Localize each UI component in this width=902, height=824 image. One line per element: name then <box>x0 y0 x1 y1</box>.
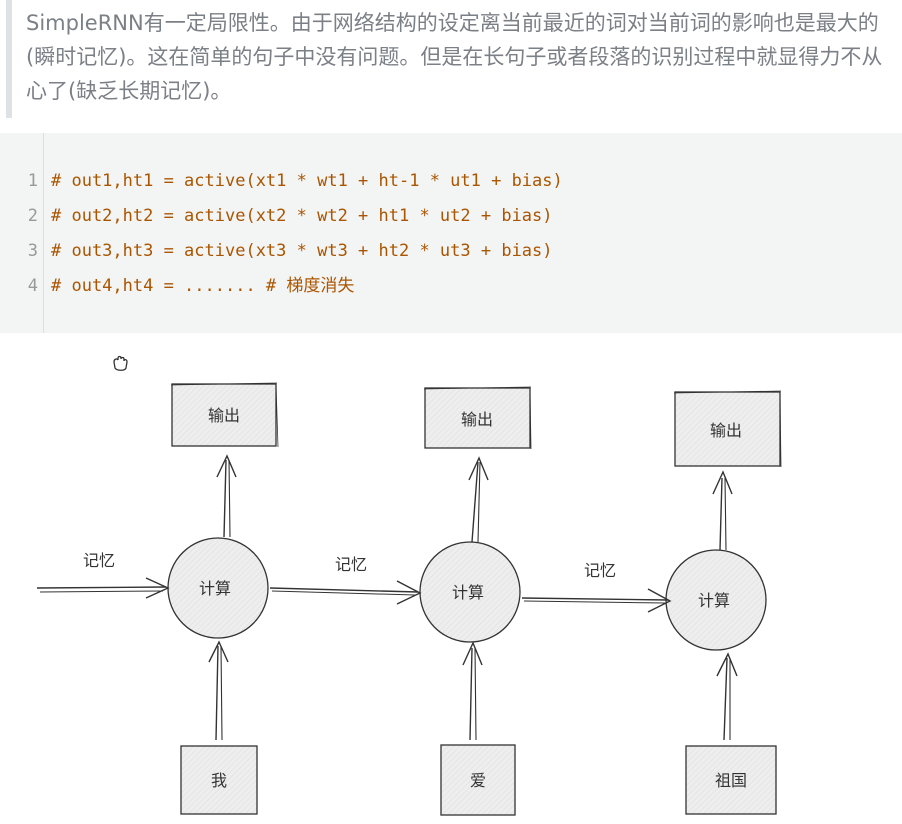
code-line: 1 # out1,ht1 = active(xt1 * wt1 + ht-1 *… <box>0 166 902 196</box>
arrow-input-3 <box>716 652 738 741</box>
arrow-memory-2-3 <box>521 588 672 613</box>
code-line: 4 # out4,ht4 = ....... # 梯度消失 <box>0 271 902 301</box>
hand-cursor-icon <box>113 355 128 371</box>
output-label-3: 输出 <box>710 421 742 440</box>
code-text: # out3,ht3 = active(xt3 * wt3 + ht2 * ut… <box>51 241 553 261</box>
code-text: # out1,ht1 = active(xt1 * wt1 + ht-1 * u… <box>51 171 563 191</box>
blockquote: SimpleRNN有一定局限性。由于网络结构的设定离当前最近的词对当前词的影响也… <box>0 0 902 120</box>
rnn-diagram: 输出 计算 我 记忆 输出 <box>0 340 902 824</box>
code-text: # out2,ht2 = active(xt2 * wt2 + ht1 * ut… <box>51 206 553 226</box>
arrow-input-2 <box>462 641 483 741</box>
code-line: 2 # out2,ht2 = active(xt2 * wt2 + ht1 * … <box>0 201 902 231</box>
blockquote-bar <box>6 0 12 118</box>
output-label-2: 输出 <box>461 410 493 429</box>
code-gutter-divider <box>43 133 44 333</box>
output-box-2 <box>424 387 531 449</box>
input-label-2: 爱 <box>470 771 486 790</box>
arrow-memory-in <box>36 577 170 599</box>
input-box-1 <box>180 745 258 815</box>
rnn-diagram-svg: 输出 计算 我 记忆 输出 <box>36 355 782 816</box>
paragraph-text: SimpleRNN有一定局限性。由于网络结构的设定离当前最近的词对当前词的影响也… <box>26 11 883 103</box>
arrow-memory-1-2 <box>269 580 422 605</box>
input-label-1: 我 <box>211 771 227 790</box>
compute-label-3: 计算 <box>698 591 730 610</box>
line-number: 4 <box>27 276 38 296</box>
arrow-up-1 <box>216 454 237 538</box>
memory-label-1: 记忆 <box>335 555 367 574</box>
memory-label-0: 记忆 <box>83 551 115 570</box>
line-number: 3 <box>27 241 38 261</box>
line-number: 1 <box>27 171 38 191</box>
line-number: 2 <box>27 206 38 226</box>
output-box-1 <box>171 383 277 447</box>
compute-label-2: 计算 <box>452 583 484 602</box>
arrow-up-2 <box>468 456 489 543</box>
code-block: 1 # out1,ht1 = active(xt1 * wt1 + ht-1 *… <box>0 133 902 333</box>
compute-label-1: 计算 <box>199 579 231 598</box>
memory-label-2: 记忆 <box>584 561 616 580</box>
output-label-1: 输出 <box>208 406 240 425</box>
compute-node-2 <box>419 541 521 643</box>
code-text: # out4,ht4 = ....... # 梯度消失 <box>51 276 355 296</box>
input-box-3 <box>685 745 777 815</box>
arrow-up-3 <box>712 470 733 551</box>
arrow-input-1 <box>208 640 229 741</box>
input-label-3: 祖国 <box>715 771 747 790</box>
output-box-3 <box>674 391 781 467</box>
code-line: 3 # out3,ht3 = active(xt3 * wt3 + ht2 * … <box>0 236 902 266</box>
input-box-2 <box>440 744 516 816</box>
